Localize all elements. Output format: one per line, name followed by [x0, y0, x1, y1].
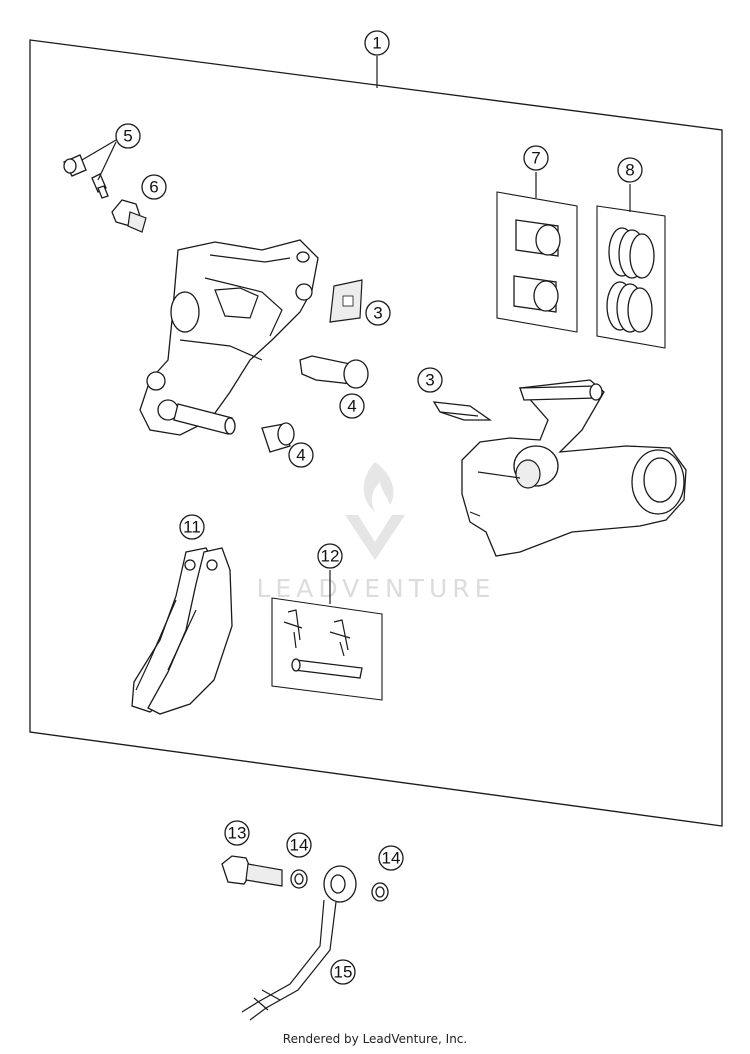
guide-bolt-part	[299, 355, 369, 389]
svg-text:6: 6	[149, 178, 158, 197]
plug-screw-part	[111, 199, 147, 233]
callout-15: 15	[330, 959, 356, 985]
svg-text:4: 4	[296, 446, 305, 465]
svg-text:3: 3	[373, 304, 382, 323]
banjo-bolt-part	[221, 855, 283, 887]
callout-13: 13	[224, 820, 250, 846]
svg-text:12: 12	[321, 547, 340, 566]
svg-text:13: 13	[228, 824, 247, 843]
caliper-support-part	[461, 379, 687, 557]
callout-14-right: 14	[378, 845, 404, 871]
svg-text:1: 1	[372, 34, 381, 53]
callout-8: 8	[617, 157, 643, 183]
svg-text:3: 3	[425, 371, 434, 390]
watermark-text: LEADVENTURE	[257, 574, 496, 603]
callout-6: 6	[141, 174, 167, 200]
leader-lines	[81, 56, 631, 604]
svg-text:4: 4	[347, 397, 356, 416]
bleeder-screw-part	[63, 154, 109, 199]
callout-5: 5	[115, 123, 141, 149]
callout-3-lower: 3	[417, 367, 443, 393]
pistons-part	[496, 191, 578, 333]
assembly-sheet	[29, 39, 723, 827]
footer-credit: Rendered by LeadVenture, Inc.	[282, 1032, 468, 1046]
svg-text:15: 15	[334, 963, 353, 982]
brake-pads-part	[131, 547, 233, 715]
callout-1: 1	[364, 30, 390, 56]
callout-14-left: 14	[286, 832, 312, 858]
brake-caliper-part	[139, 239, 319, 436]
callout-7: 7	[523, 145, 549, 171]
svg-text:14: 14	[382, 849, 401, 868]
seals-part	[596, 205, 666, 349]
svg-text:8: 8	[625, 161, 634, 180]
bushing-part	[261, 422, 295, 453]
callout-4-upper: 4	[339, 393, 365, 419]
callout-3-upper: 3	[365, 300, 391, 326]
svg-text:14: 14	[290, 836, 309, 855]
watermark-logo: LEADVENTURE	[257, 462, 496, 603]
brake-line-part	[241, 865, 357, 1021]
callout-4-lower: 4	[288, 442, 314, 468]
svg-text:7: 7	[531, 149, 540, 168]
callout-11: 11	[179, 514, 205, 540]
svg-text:5: 5	[123, 127, 132, 146]
pad-spring-part	[432, 401, 493, 421]
callout-12: 12	[317, 543, 343, 569]
svg-text:11: 11	[183, 518, 201, 537]
pin-kit-part	[271, 597, 383, 701]
spring-clip-part	[329, 279, 363, 323]
